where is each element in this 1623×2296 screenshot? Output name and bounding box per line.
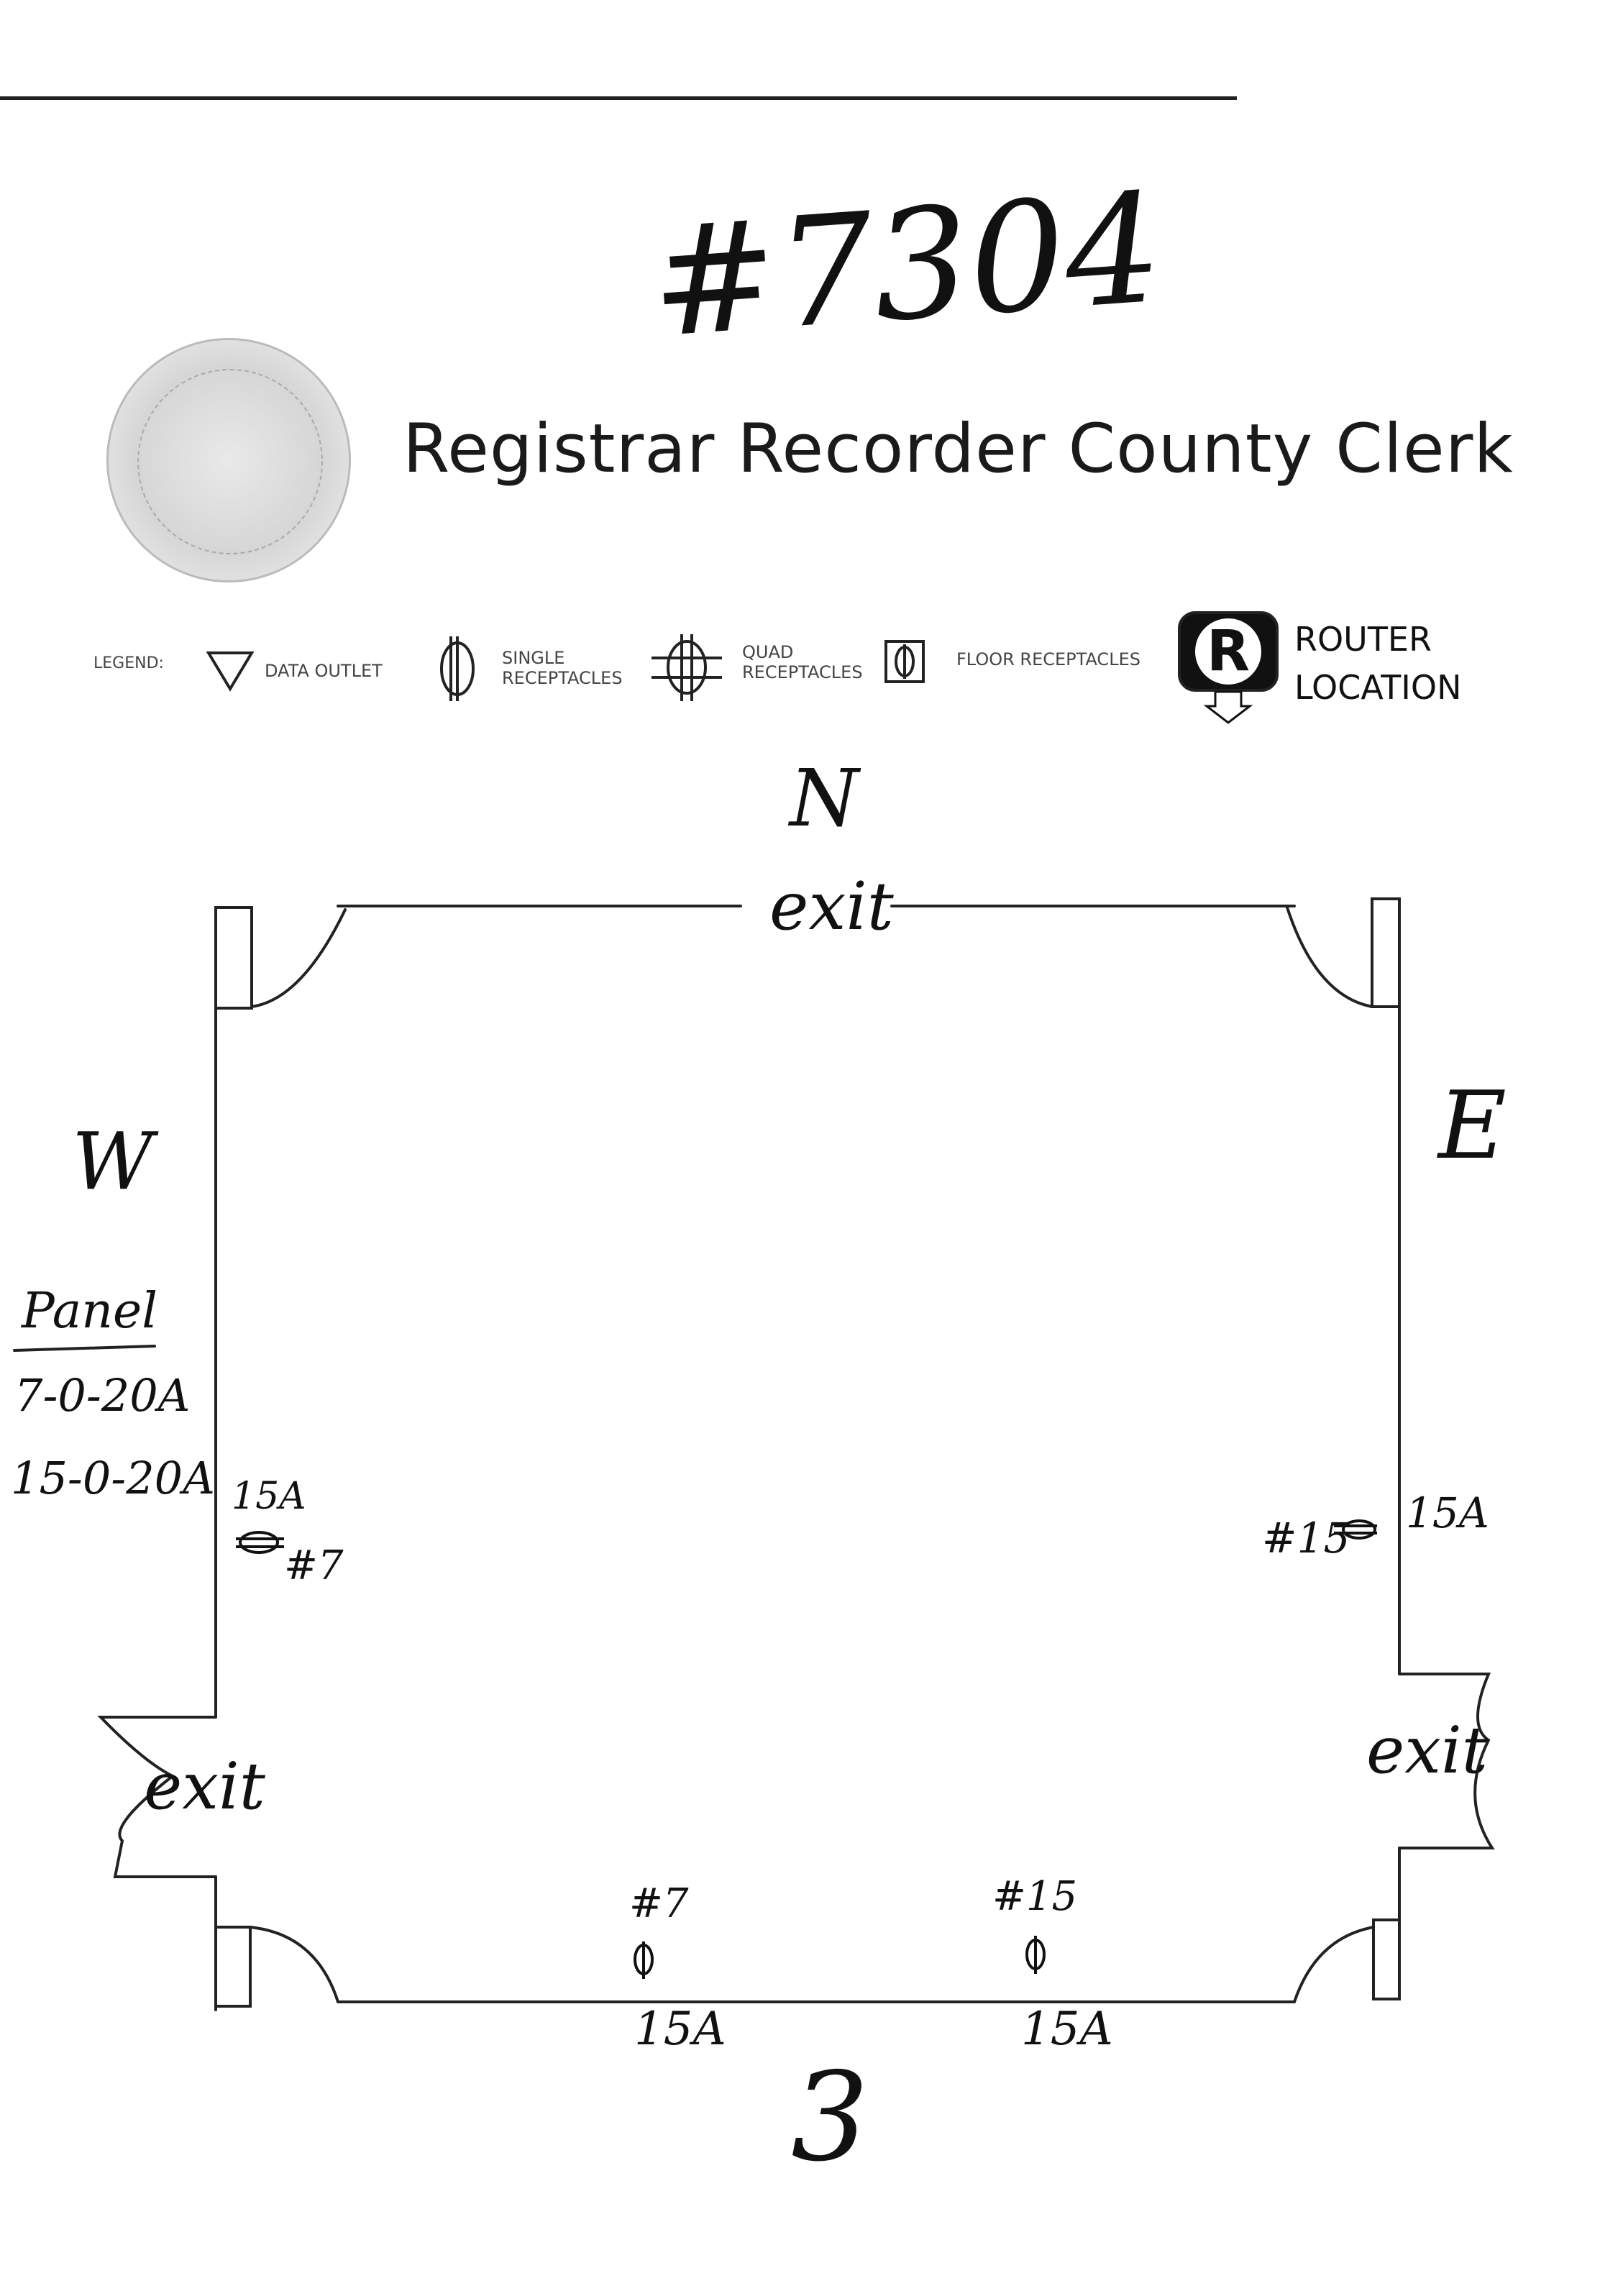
legend-router-line2: LOCATION [1294,667,1462,707]
north-label: N [790,752,859,844]
east-receptacle-id: #15 [1262,1514,1350,1563]
nw-door-jamb [214,906,253,1010]
sw-door-swing [249,1926,339,2003]
sw-door-jamb [214,1926,252,2008]
west-receptacle-amp: 15A [232,1475,306,1518]
legend-quad-receptacle-label: QUAD RECEPTACLES [742,642,863,682]
east-exit-label: exit [1366,1713,1488,1788]
ne-door-swing [1286,906,1373,1008]
south-left-receptacle-amp: 15A [634,2003,726,2056]
south-left-receptacle-id: #7 [629,1880,689,1927]
south-label: 3 [791,2046,869,2189]
legend-label: LEGEND: [93,654,164,672]
legend-quad-line1: QUAD [742,642,794,662]
county-seal-icon [106,338,351,582]
east-label: E [1438,1071,1507,1180]
panel-underline [13,1345,156,1352]
legend-router-line1: ROUTER [1294,620,1432,659]
west-label: W [72,1115,154,1207]
legend-router-label: ROUTER LOCATION [1294,616,1462,711]
seal-inner-ring [137,369,323,554]
legend-single-receptacle-label: SINGLE RECEPTACLES [502,648,623,688]
legend-data-outlet-label: DATA OUTLET [265,661,383,681]
se-door-swing [1293,1926,1375,2003]
se-door-jamb [1372,1918,1401,2000]
panel-line2: 15-0-20A [11,1452,215,1504]
east-receptacle-icon [1334,1519,1377,1540]
single-receptacle-icon [440,636,475,701]
nw-door-swing [250,908,347,1008]
top-border-line [0,96,1237,100]
ne-door-jamb [1371,897,1401,1008]
west-exit-label: exit [144,1749,265,1824]
legend-single-line2: RECEPTACLES [502,667,623,688]
panel-line1: 7-0-20A [14,1369,191,1422]
quad-receptacle-icon [652,634,722,701]
south-right-receptacle-amp: 15A [1021,2003,1113,2056]
legend-single-line1: SINGLE [502,648,565,668]
router-location-icon [1178,611,1279,724]
south-right-receptacle-icon [1025,1936,1046,1974]
legend-quad-line2: RECEPTACLES [742,662,863,682]
east-exit-opening [1398,1673,1495,1849]
panel-label: Panel [22,1283,158,1340]
page-title: Registrar Recorder County Clerk [403,410,1514,488]
data-outlet-triangle-icon [206,651,255,692]
router-letter: R [1207,619,1250,684]
west-receptacle-id: #7 [284,1542,344,1589]
south-left-receptacle-icon [634,1941,654,1979]
west-receptacle-icon [236,1531,284,1554]
west-exit-opening [97,1716,217,1878]
floor-receptacle-icon [884,640,925,683]
east-receptacle-amp: 15A [1406,1488,1489,1537]
legend-floor-receptacle-label: FLOOR RECEPTACLES [956,649,1140,669]
north-exit-label: exit [769,868,894,945]
south-right-receptacle-id: #15 [992,1873,1078,1920]
